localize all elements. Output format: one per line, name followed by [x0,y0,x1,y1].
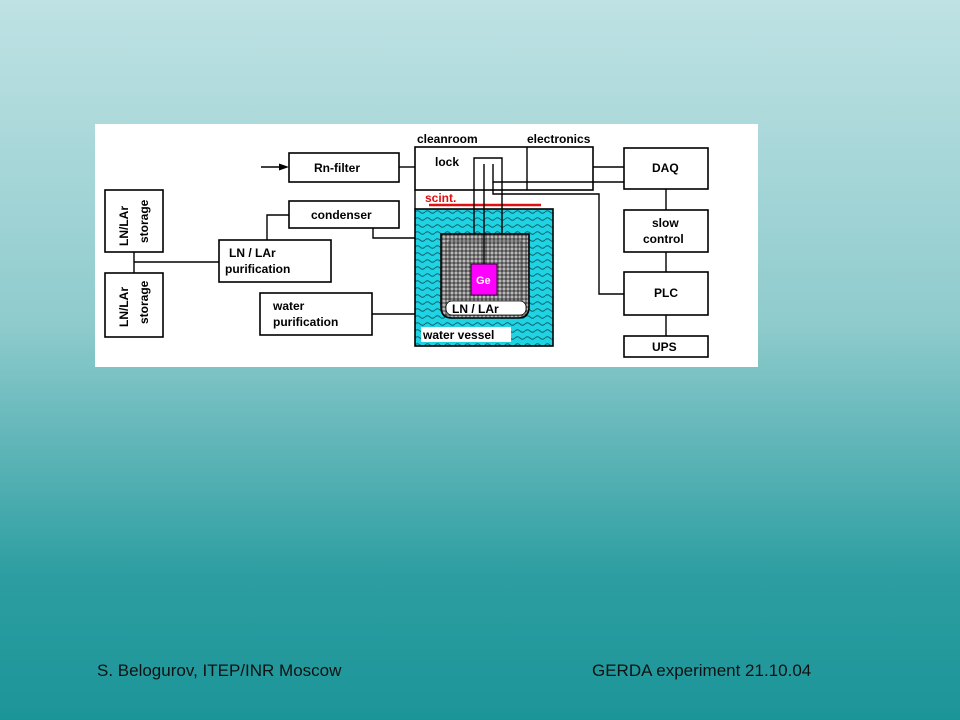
ups-box: UPS [623,335,709,358]
daq-box: DAQ [623,147,709,190]
plc-box: PLC [623,271,709,316]
storage-top-label-2: storage [137,199,151,243]
water-vessel-label: water vessel [422,328,494,342]
slow-control-box: slow control [623,209,709,253]
condenser-label: condenser [311,208,372,222]
footer-author: S. Belogurov, ITEP/INR Moscow [97,661,342,680]
slow-control-label-2: control [643,232,684,246]
daq-label: DAQ [652,161,679,175]
slow-control-label-1: slow [652,216,679,230]
gerda-diagram: LN/LAr storage LN/LAr storage Rn-filter … [95,124,758,367]
cleanroom-label: cleanroom [417,132,478,146]
storage-bottom-label-2: storage [137,280,151,324]
plc-label: PLC [654,286,678,300]
purification-label-2: purification [225,262,290,276]
ups-label: UPS [652,340,677,354]
scint-label: scint. [425,191,456,205]
water-purification-label-1: water [272,299,305,313]
storage-top-label-1: LN/LAr [117,206,131,246]
storage-bottom-label-1: LN/LAr [117,287,131,327]
rn-inlet-arrow [261,163,289,171]
purification-label-1: LN / LAr [229,246,276,260]
cryostat-ln-label: LN / LAr [452,302,499,316]
water-purification-box: water purification [259,292,373,336]
cleanroom-box: cleanroom electronics lock [414,132,594,191]
condenser-box: condenser [288,200,400,229]
rn-filter-label: Rn-filter [314,161,360,175]
purification-box: LN / LAr purification [218,239,332,283]
storage-bottom-box: LN/LAr storage [104,272,164,338]
rn-filter-box: Rn-filter [288,152,400,183]
storage-top-box: LN/LAr storage [104,189,164,253]
electronics-label: electronics [527,132,591,146]
scint-line: scint. [425,191,541,207]
ge-detector: Ge [470,164,498,296]
water-purification-label-2: purification [273,315,338,329]
footer-title-date: GERDA experiment 21.10.04 [592,661,812,680]
ge-label: Ge [476,275,491,287]
lock-label: lock [435,155,459,169]
